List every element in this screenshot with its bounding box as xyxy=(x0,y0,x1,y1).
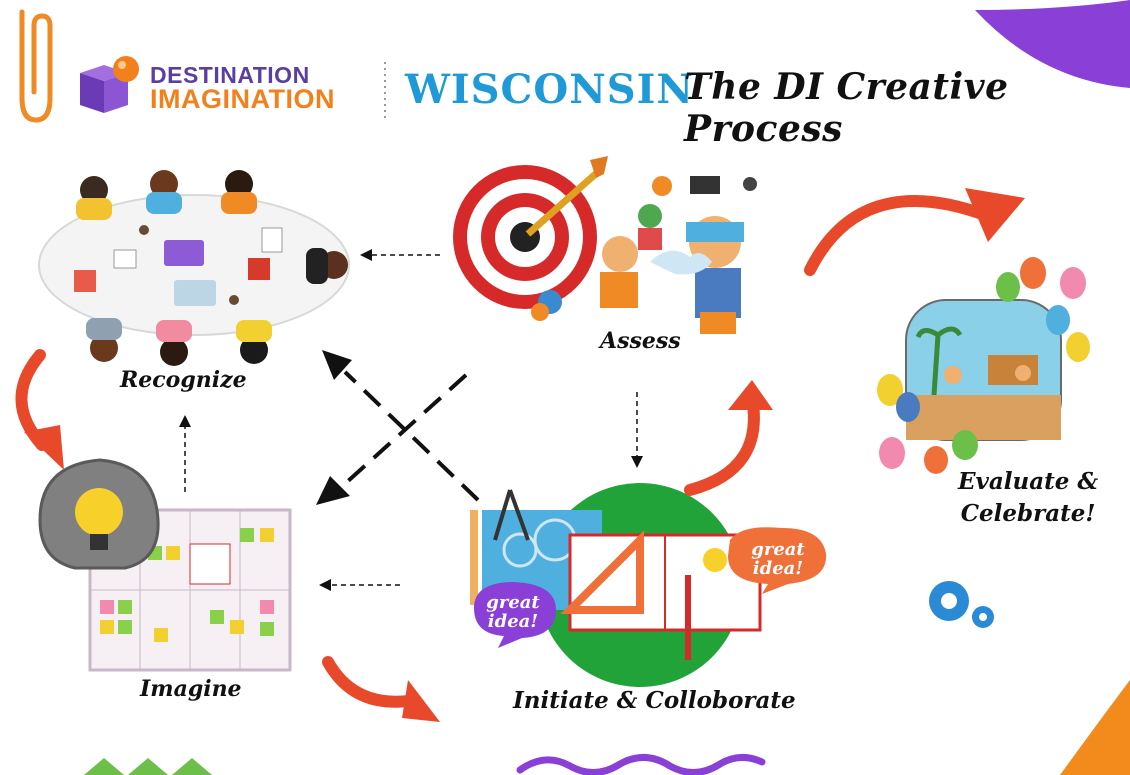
brand-line-imagination: IMAGINATION xyxy=(150,84,335,114)
orange-speech-bubble xyxy=(728,527,827,594)
purple-bubble-line-1: great xyxy=(486,592,540,613)
red-arrow-imagine-to-initiate xyxy=(322,656,421,708)
imagine-illustration xyxy=(38,458,292,672)
purple-wave xyxy=(516,754,766,775)
orange-bubble-text: great idea! xyxy=(738,540,818,578)
purple-bubble-text: great idea! xyxy=(478,593,548,631)
evaluate-illustration xyxy=(877,257,1090,474)
corner-purple-shape xyxy=(975,0,1130,88)
purple-speech-bubble xyxy=(474,582,556,648)
di-logo-icon xyxy=(80,56,139,113)
corner-orange-shape xyxy=(1060,680,1130,775)
stage-label-recognize: Recognize xyxy=(120,367,247,393)
red-arrowhead-imagine xyxy=(24,425,64,470)
diagonal-dash-1 xyxy=(343,370,480,502)
paperclip-icon xyxy=(19,9,53,123)
recognize-illustration xyxy=(38,170,350,366)
purple-bubble-line-2: idea! xyxy=(487,611,539,632)
stage-label-evaluate: Evaluate & Celebrate! xyxy=(958,466,1098,530)
evaluate-line-2: Celebrate! xyxy=(960,500,1096,527)
brand-line-destination: DESTINATION xyxy=(150,62,310,88)
orange-bubble-line-1: great xyxy=(751,539,805,560)
stage-label-imagine: Imagine xyxy=(140,676,242,702)
stage-label-initiate: Initiate & Colloborate xyxy=(513,687,796,714)
red-arrow-assess-to-evaluate xyxy=(804,195,991,276)
state-name: WISCONSIN xyxy=(405,66,694,113)
green-triangle-3 xyxy=(172,758,212,775)
green-triangle-1 xyxy=(84,758,124,775)
diagonal-dash-2 xyxy=(336,373,468,492)
green-triangle-2 xyxy=(128,758,168,775)
diagonal-arrowhead-1 xyxy=(322,350,352,380)
red-arrow-initiate-to-assess xyxy=(684,392,760,496)
diagonal-arrowhead-2 xyxy=(316,476,350,505)
red-arrowhead-initiate xyxy=(402,680,440,722)
red-arrowhead-assess xyxy=(728,380,773,410)
stage-label-assess: Assess xyxy=(600,328,681,354)
red-arrowhead-evaluate xyxy=(965,188,1025,242)
orange-bubble-line-2: idea! xyxy=(752,558,804,579)
evaluate-line-1: Evaluate & xyxy=(958,468,1099,495)
gears-icon xyxy=(929,581,994,628)
page-title: The DI Creative Process xyxy=(684,66,1009,150)
assess-illustration xyxy=(453,156,757,334)
